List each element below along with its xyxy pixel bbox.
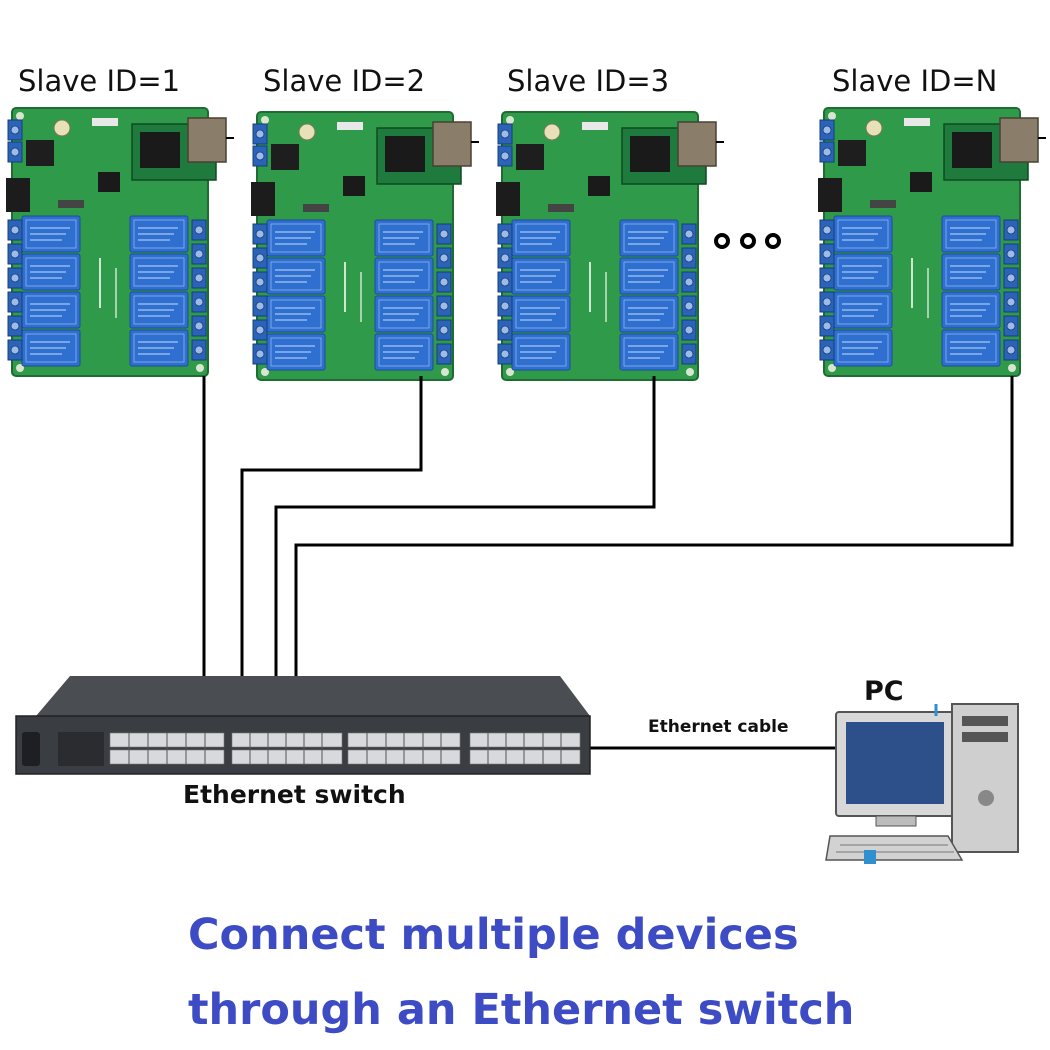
relay-board-2 <box>251 112 479 380</box>
ellipsis-icon <box>714 233 781 249</box>
slave-label-n: Slave ID=N <box>832 64 998 98</box>
relay-board-1 <box>6 108 234 376</box>
slave-label-3: Slave ID=3 <box>507 64 670 98</box>
caption-line-2: through an Ethernet switch <box>188 985 855 1035</box>
caption-line-1: Connect multiple devices <box>188 910 799 960</box>
ethernet-switch-label: Ethernet switch <box>183 780 406 809</box>
slave-label-2: Slave ID=2 <box>263 64 426 98</box>
relay-board-n <box>818 108 1046 376</box>
relay-board-3 <box>496 112 724 380</box>
ethernet-cable-label: Ethernet cable <box>648 717 789 737</box>
slave-label-1: Slave ID=1 <box>18 64 181 98</box>
pc-label: PC <box>864 676 904 707</box>
pc-icon <box>825 703 1019 864</box>
ethernet-switch <box>15 676 591 775</box>
